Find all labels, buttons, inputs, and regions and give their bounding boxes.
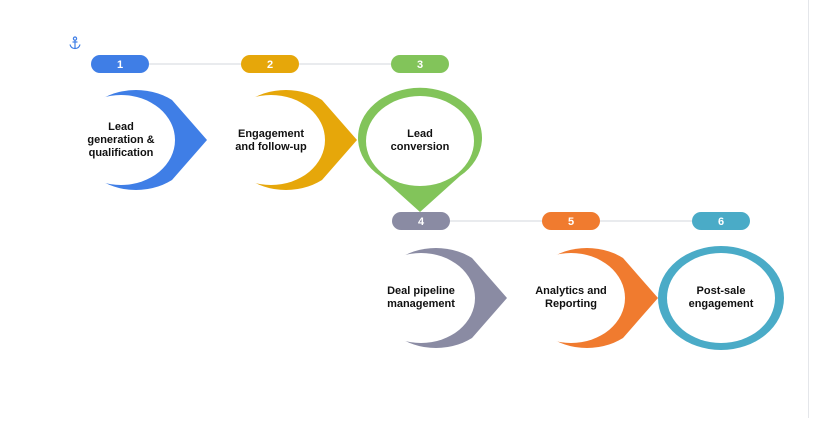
step-4-shape: 4 bbox=[367, 212, 507, 348]
step-6-inner bbox=[667, 253, 775, 343]
step-5-shape: 5 bbox=[517, 212, 658, 348]
step-1-label: Lead generation & qualification bbox=[87, 121, 155, 159]
step-1-number: 1 bbox=[117, 59, 123, 71]
step-4-label: Deal pipeline management bbox=[387, 285, 455, 310]
step-2-inner bbox=[217, 95, 325, 185]
step-1-inner bbox=[67, 95, 175, 185]
step-3-shape: 3 bbox=[358, 55, 483, 212]
step-3-label: Lead conversion bbox=[390, 128, 450, 153]
step-5-pill bbox=[542, 212, 600, 230]
step-2-pill bbox=[241, 55, 299, 73]
step-4-inner bbox=[367, 253, 475, 343]
step-2-shape: 2 bbox=[217, 55, 357, 190]
anchor-icon[interactable] bbox=[68, 36, 82, 50]
step-5-label: Analytics and Reporting bbox=[535, 285, 607, 310]
step-3-pill bbox=[391, 55, 449, 73]
page-edge-divider bbox=[808, 0, 809, 418]
step-4-number: 4 bbox=[418, 216, 425, 228]
step-3-number: 3 bbox=[417, 59, 423, 71]
step-4-pill bbox=[392, 212, 450, 230]
step-6-number: 6 bbox=[718, 216, 724, 228]
step-6-shape: 6 bbox=[658, 212, 784, 350]
step-6-label: Post-sale engagement bbox=[688, 285, 754, 310]
step-2-label: Engagement and follow-up bbox=[235, 128, 307, 153]
step-3-inner bbox=[366, 96, 474, 186]
step-6-pill bbox=[692, 212, 750, 230]
step-5-number: 5 bbox=[568, 216, 574, 228]
step-2-number: 2 bbox=[267, 59, 273, 71]
step-1-shape: 1 bbox=[67, 55, 207, 190]
step-1-pill bbox=[91, 55, 149, 73]
step-5-inner bbox=[517, 253, 625, 343]
